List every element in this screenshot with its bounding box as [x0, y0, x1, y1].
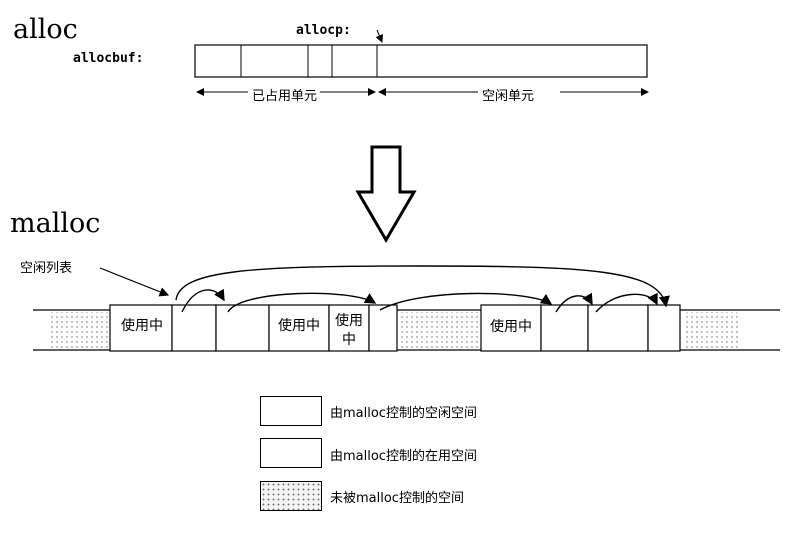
free-list-label: 空闲列表: [20, 261, 73, 276]
alloc-title: alloc: [13, 14, 78, 45]
in-use-label-1: 使用中: [121, 318, 163, 334]
allocbuf-array: [194, 44, 648, 78]
free-list-pointer-arrow: [99, 267, 170, 297]
allocbuf-label: allocbuf:: [73, 51, 144, 66]
used-units-label: 已占用单元: [250, 85, 320, 104]
in-use-label-3-bottom: 中: [342, 332, 356, 348]
malloc-title: malloc: [10, 208, 101, 239]
legend-text-used: 由malloc控制的在用空间: [330, 449, 477, 464]
legend-text-uncontrolled: 未被malloc控制的空间: [330, 491, 464, 506]
memory-blocks: [109, 304, 681, 352]
legend-text-free: 由malloc控制的空闲空间: [330, 406, 477, 421]
legend-swatch-uncontrolled: [260, 481, 322, 511]
allocp-pointer-arrow: [375, 29, 383, 43]
in-use-label-3-top: 使用: [335, 313, 363, 329]
free-units-label: 空闲单元: [480, 85, 537, 104]
free-list-links: [181, 288, 658, 313]
allocp-label: allocp:: [296, 23, 351, 38]
free-list-loop: [175, 265, 670, 308]
legend-swatch-used: [260, 438, 322, 468]
transition-arrow-icon: [355, 145, 417, 243]
legend-swatch-free: [260, 396, 322, 426]
in-use-label-4: 使用中: [490, 319, 532, 335]
in-use-label-2: 使用中: [278, 318, 320, 334]
